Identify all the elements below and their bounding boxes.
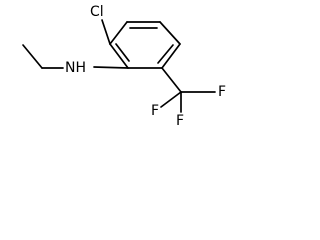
ring-double-bond-right — [157, 44, 174, 64]
fluorine-label-3: F — [151, 103, 159, 119]
bond-ethyl-methyl — [22, 44, 43, 69]
fluorine-label-2: F — [176, 113, 184, 129]
bond-cf3-to-fluorine-3 — [160, 91, 182, 108]
ring-double-bond-left — [115, 43, 130, 62]
bond-ring-to-nitrogen — [93, 66, 129, 69]
bond-ring-to-chlorine — [101, 19, 111, 45]
ring-bond-5 — [109, 43, 129, 69]
chlorine-label: Cl — [90, 4, 104, 20]
fluorine-label-1: F — [218, 84, 226, 100]
ring-bond-6 — [109, 21, 128, 45]
ring-bond-2 — [159, 21, 181, 45]
bond-ring-to-cf3 — [161, 67, 182, 93]
ring-bond-3 — [161, 43, 181, 69]
molecule-structure-diagram: Cl NH F F F — [22, 4, 226, 129]
benzene-ring — [109, 21, 181, 69]
amine-label: NH — [65, 60, 86, 76]
